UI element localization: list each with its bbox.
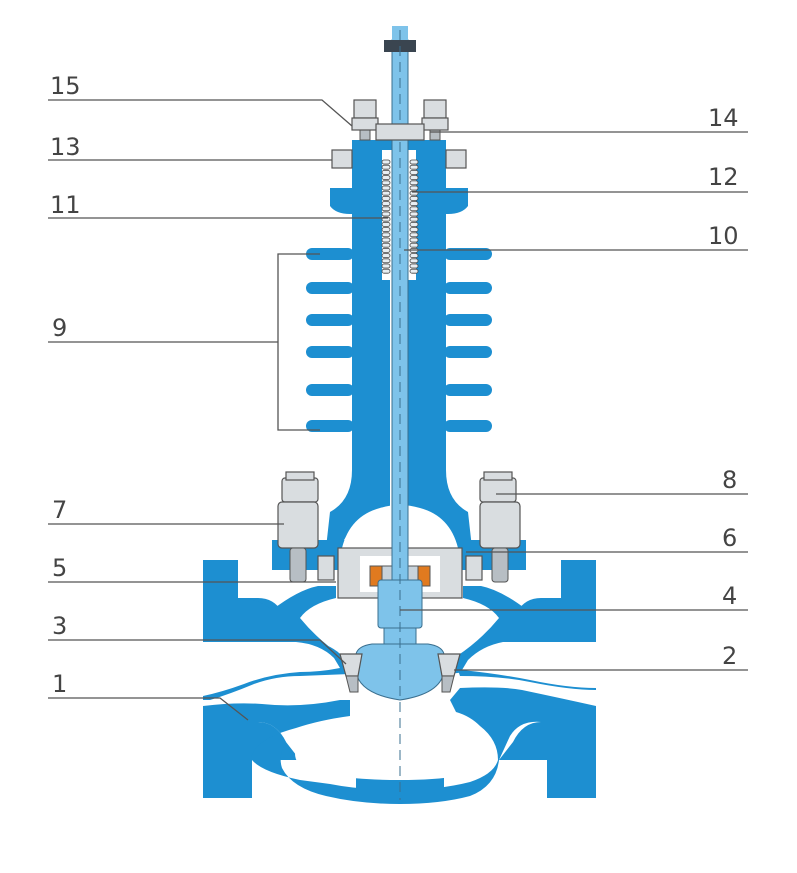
valve-stem	[355, 26, 445, 800]
label-3: 3	[52, 612, 67, 640]
packing-spring-ring	[381, 175, 391, 181]
packing-spring-ring	[409, 268, 419, 274]
packing-spring-ring	[381, 227, 391, 233]
label-8: 8	[722, 466, 737, 494]
packing-spring-ring	[409, 216, 419, 222]
packing-spring-ring	[409, 211, 419, 217]
leader-lines	[48, 99, 748, 721]
label-6: 6	[722, 524, 737, 552]
packing-spring-ring	[409, 253, 419, 259]
packing-spring-ring	[409, 242, 419, 248]
label-11: 11	[50, 191, 81, 219]
packing-spring-ring	[381, 237, 391, 243]
bolt-nut-left-top	[281, 477, 319, 503]
bolt-stud-right	[479, 501, 521, 549]
packing-spring-ring	[381, 180, 391, 186]
label-15: 15	[50, 72, 81, 100]
packing-spring-ring	[381, 258, 391, 264]
packing-spring-ring	[381, 159, 391, 165]
packing-spring-ring	[409, 227, 419, 233]
packing-spring-ring	[409, 180, 419, 186]
fins-bracket	[277, 253, 320, 431]
label-7: 7	[52, 496, 67, 524]
packing-spring-ring	[381, 242, 391, 248]
packing-spring-ring	[381, 169, 391, 175]
bonnet-bolts	[277, 471, 521, 583]
packing-spring-ring	[381, 253, 391, 259]
packing-spring-ring	[381, 195, 391, 201]
packing-spring-ring	[409, 263, 419, 269]
right-flange-lower	[499, 722, 596, 798]
packing-spring-ring	[409, 237, 419, 243]
packing-spring-ring	[409, 221, 419, 227]
packing-spring-ring	[409, 232, 419, 238]
part-labels: 15 14 13 12 11 10 9 8 7 6 5 4 3 2 1	[50, 72, 739, 698]
packing-stack	[381, 159, 419, 274]
packing-spring-ring	[381, 164, 391, 170]
label-13: 13	[50, 133, 81, 161]
cooling-fins	[306, 248, 492, 432]
packing-spring-ring	[381, 185, 391, 191]
packing-spring-ring	[381, 201, 391, 207]
label-2: 2	[722, 642, 737, 670]
packing-spring-ring	[381, 247, 391, 253]
label-9: 9	[52, 314, 67, 342]
flow-passage	[203, 642, 596, 780]
leader-1	[48, 697, 249, 721]
seat-partition	[203, 687, 596, 804]
packing-spring-ring	[409, 169, 419, 175]
packing-spring-ring	[409, 164, 419, 170]
packing-spring-ring	[381, 268, 391, 274]
packing-spring-ring	[381, 211, 391, 217]
left-flange-lower	[203, 722, 300, 798]
plug-guide	[377, 579, 423, 629]
bolt-nut-right-top	[479, 477, 517, 503]
packing-spring-ring	[381, 221, 391, 227]
packing-spring-ring	[381, 190, 391, 196]
packing-spring-ring	[409, 195, 419, 201]
packing-spring-ring	[381, 206, 391, 212]
leader-3	[48, 639, 347, 665]
packing-spring-ring	[409, 258, 419, 264]
label-4: 4	[722, 582, 737, 610]
packing-spring-ring	[381, 232, 391, 238]
label-10: 10	[708, 222, 739, 250]
gland-fasteners	[331, 99, 467, 169]
packing-spring-ring	[409, 159, 419, 165]
packing-spring-ring	[409, 185, 419, 191]
packing-spring-ring	[381, 263, 391, 269]
packing-spring-ring	[409, 201, 419, 207]
label-5: 5	[52, 554, 67, 582]
leader-15	[48, 99, 353, 127]
packing-spring-ring	[409, 206, 419, 212]
packing-spring-ring	[409, 175, 419, 181]
label-12: 12	[708, 163, 739, 191]
bolt-stud-left	[277, 501, 319, 549]
label-1: 1	[52, 670, 67, 698]
label-14: 14	[708, 104, 739, 132]
